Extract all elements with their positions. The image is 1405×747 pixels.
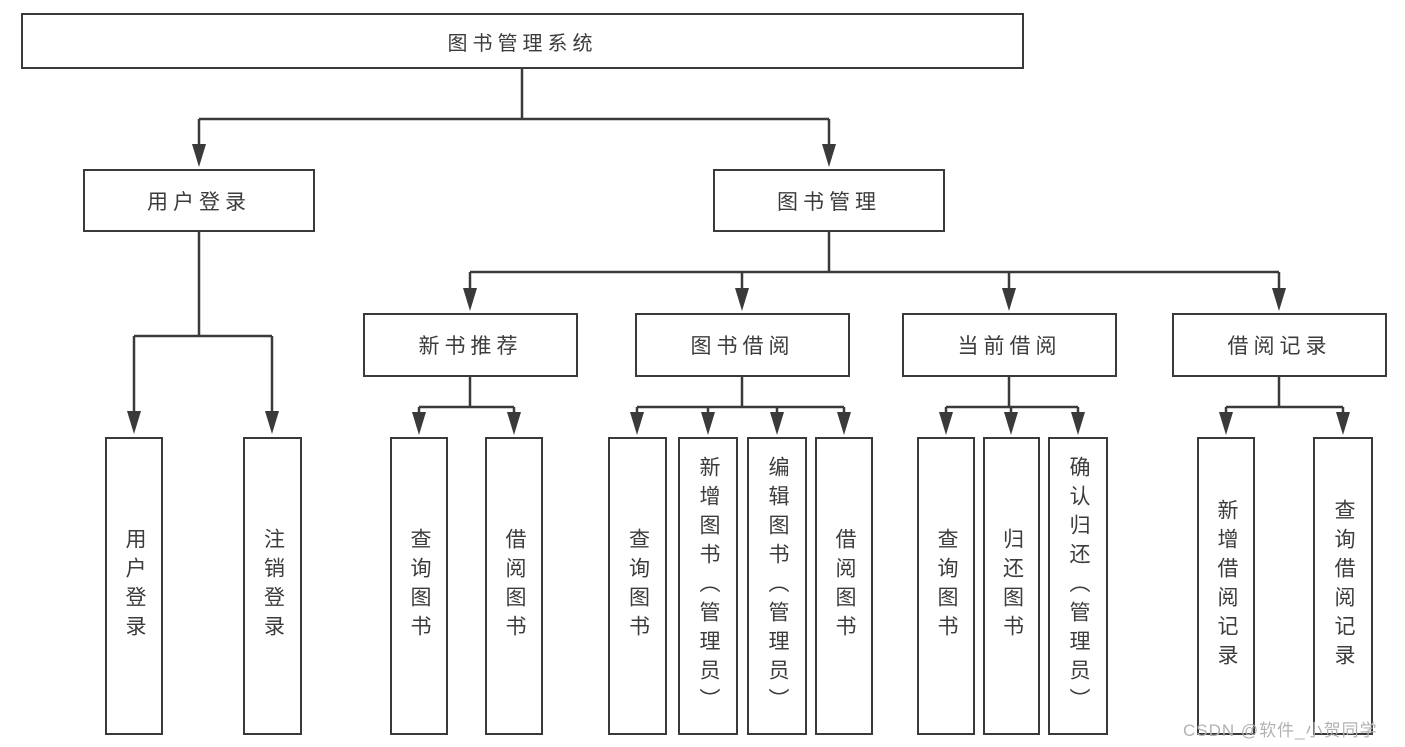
- arrow-icon: [127, 411, 141, 434]
- node-library-management-system: 图书管理系统: [21, 13, 1024, 69]
- leaf-return-books: 归还图书: [983, 437, 1040, 735]
- connector-new-book: [417, 377, 516, 415]
- arrow-icon: [192, 144, 206, 167]
- node-user-login: 用户登录: [83, 169, 315, 232]
- leaf-borrow-books-1: 借阅图书: [485, 437, 543, 735]
- node-new-book-recommendation: 新书推荐: [363, 313, 578, 377]
- leaf-edit-books-admin: 编辑图书（管理员）: [747, 437, 807, 735]
- leaf-user-login: 用户登录: [105, 437, 163, 735]
- arrow-icon: [463, 288, 477, 311]
- leaf-add-borrow-record: 新增借阅记录: [1197, 437, 1255, 735]
- arrow-icon: [701, 412, 715, 435]
- arrow-icon: [822, 144, 836, 167]
- leaf-query-books-2: 查询图书: [608, 437, 667, 735]
- connector-user-login: [132, 232, 274, 414]
- watermark: CSDN @软件_小贺同学: [1183, 721, 1378, 740]
- arrow-icon: [1071, 412, 1085, 435]
- leaf-logout: 注销登录: [243, 437, 302, 735]
- node-current-borrowing: 当前借阅: [902, 313, 1117, 377]
- arrow-icon: [265, 411, 279, 434]
- leaf-query-books-3: 查询图书: [917, 437, 975, 735]
- leaf-add-books-admin: 新增图书（管理员）: [678, 437, 738, 735]
- connector-borrow-records: [1224, 377, 1345, 415]
- arrow-icon: [770, 412, 784, 435]
- connector-current-borrow: [944, 377, 1080, 415]
- arrow-icon: [1002, 288, 1016, 311]
- connector-book-management: [468, 232, 1281, 291]
- connector-root: [197, 69, 831, 146]
- leaf-borrow-books-2: 借阅图书: [815, 437, 873, 735]
- arrow-icon: [939, 412, 953, 435]
- leaf-query-books-1: 查询图书: [390, 437, 448, 735]
- arrow-icon: [735, 288, 749, 311]
- leaf-query-borrow-record: 查询借阅记录: [1313, 437, 1373, 735]
- arrow-icon: [1272, 288, 1286, 311]
- arrow-icon: [507, 412, 521, 435]
- arrow-icon: [837, 412, 851, 435]
- node-book-borrowing: 图书借阅: [635, 313, 850, 377]
- leaf-confirm-return-admin: 确认归还（管理员）: [1048, 437, 1108, 735]
- arrow-icon: [1004, 412, 1018, 435]
- arrow-icon: [1336, 412, 1350, 435]
- node-book-management: 图书管理: [713, 169, 945, 232]
- arrow-icon: [1219, 412, 1233, 435]
- arrow-icon: [412, 412, 426, 435]
- arrow-icon: [630, 412, 644, 435]
- connector-book-borrow: [635, 377, 846, 415]
- node-borrowing-records: 借阅记录: [1172, 313, 1387, 377]
